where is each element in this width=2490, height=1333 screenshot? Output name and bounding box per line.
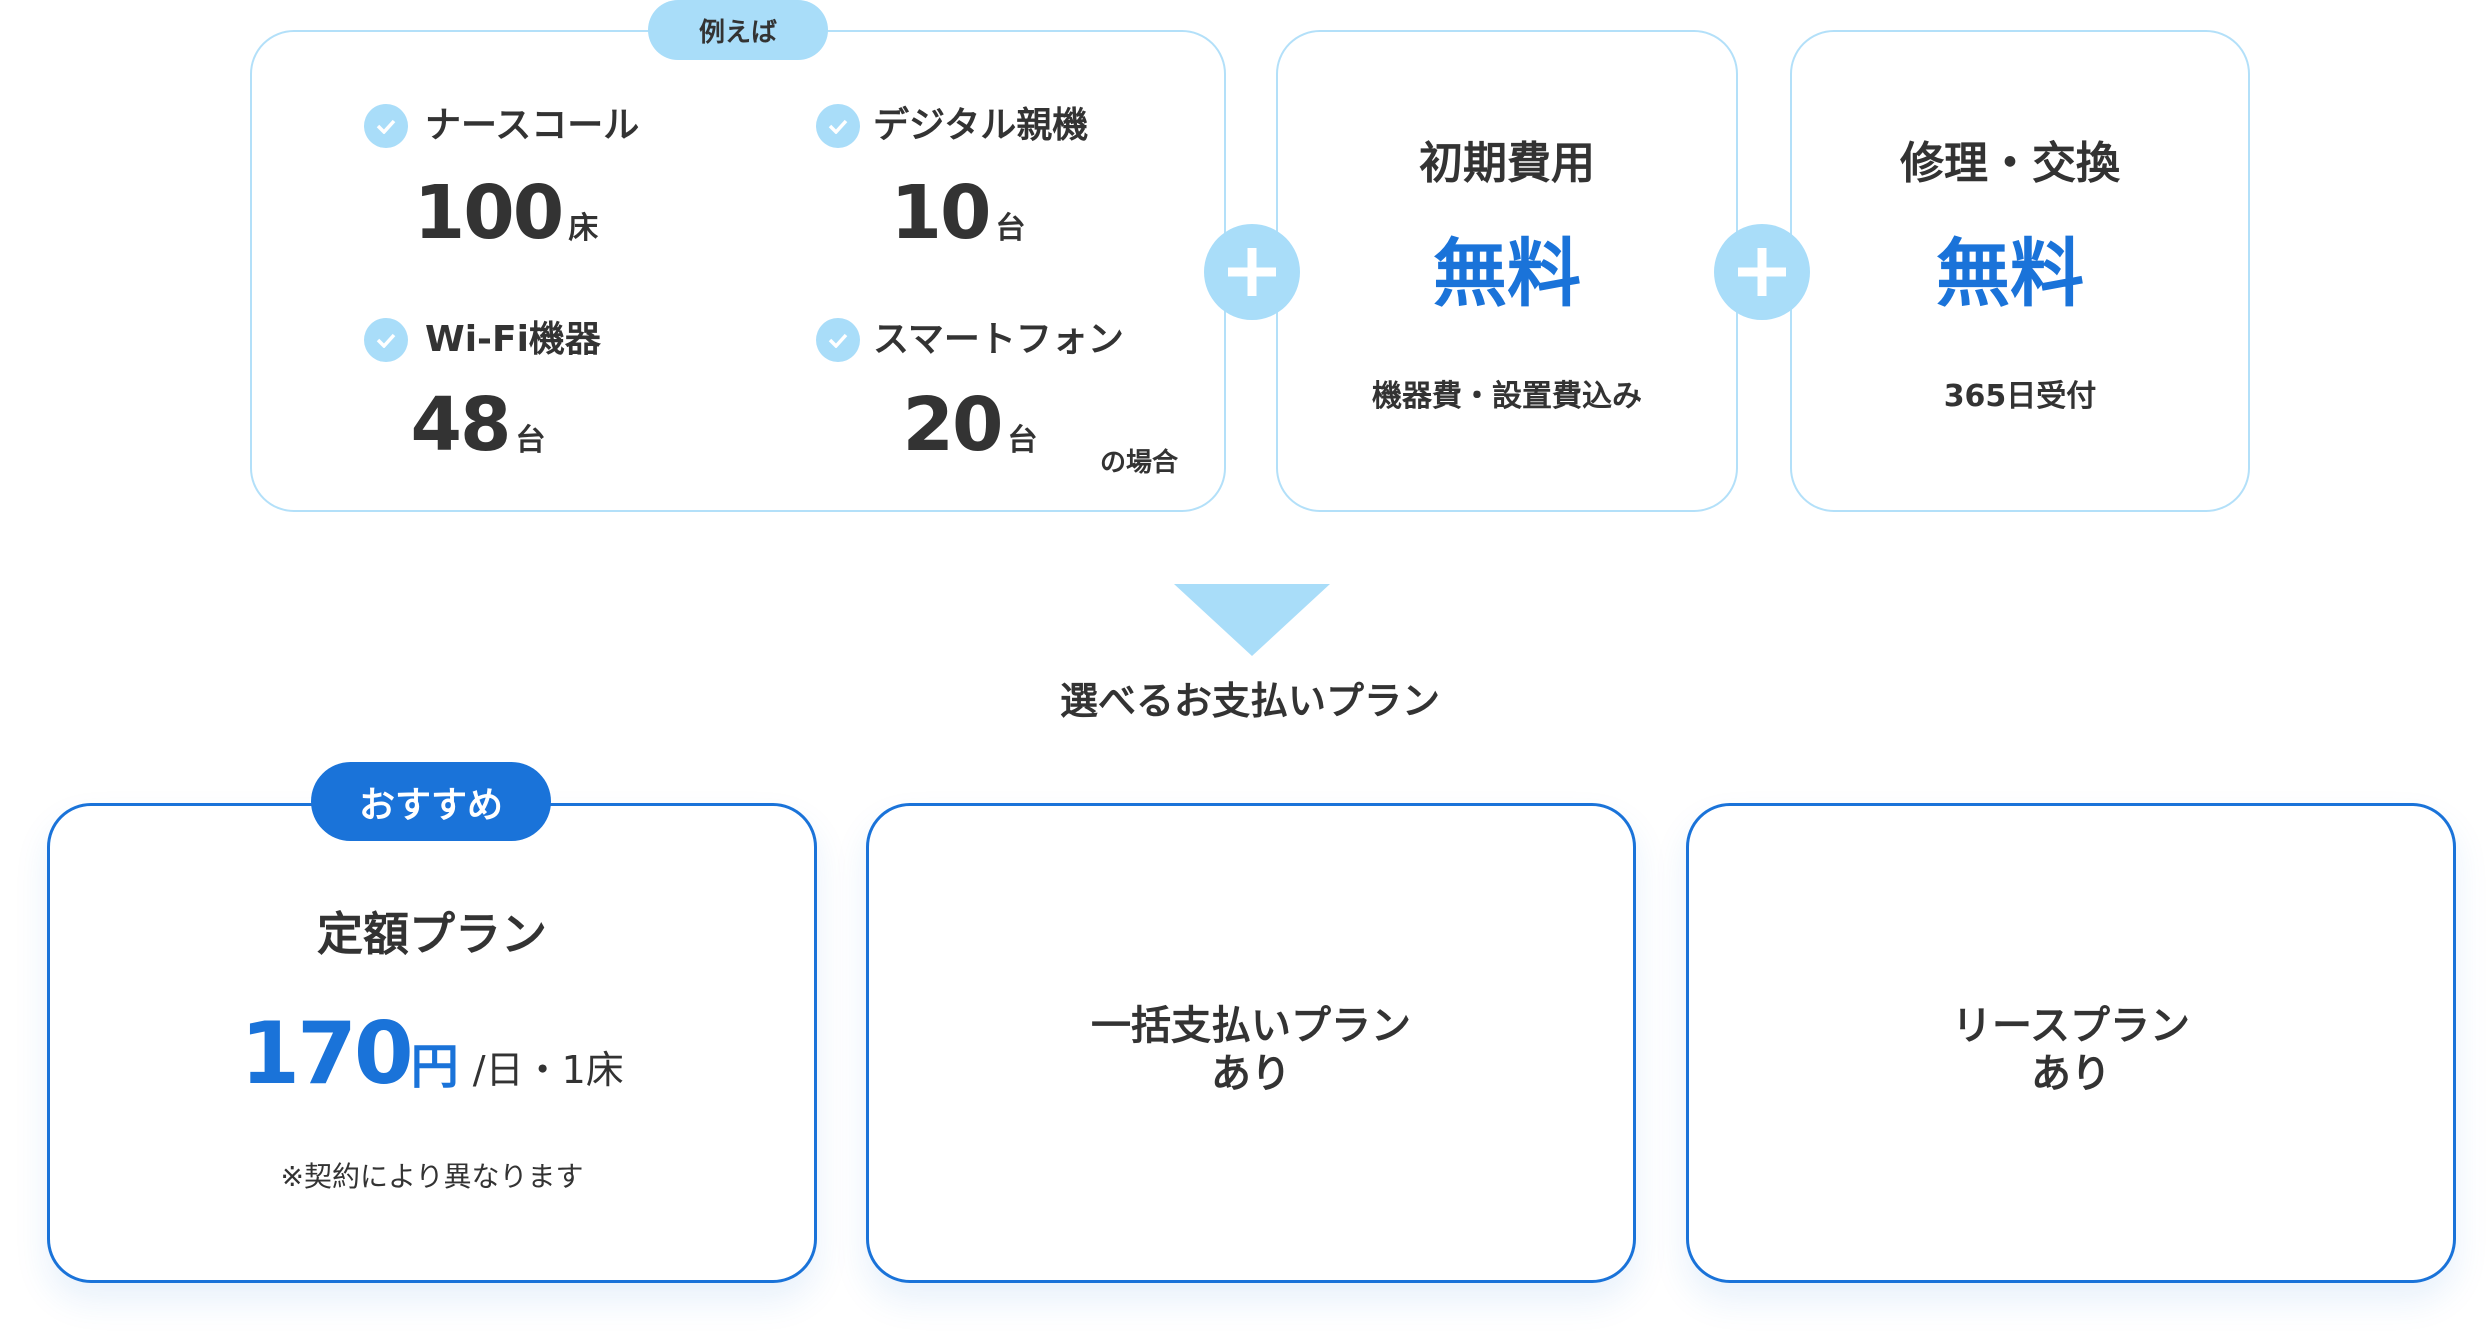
plus-icon bbox=[1714, 224, 1810, 320]
plan-line1: リースプラン bbox=[1952, 1003, 2190, 1049]
plus-icon bbox=[1204, 224, 1300, 320]
item-label: ナースコール bbox=[425, 105, 640, 146]
check-icon bbox=[364, 318, 408, 362]
item-label: スマートフォン bbox=[873, 319, 1124, 360]
arrow-down-icon bbox=[1174, 584, 1330, 656]
check-icon bbox=[364, 104, 408, 148]
check-icon bbox=[816, 318, 860, 362]
item-label: デジタル親機 bbox=[873, 105, 1089, 146]
example-suffix: の場合 bbox=[1100, 448, 1179, 478]
initial-cost-note: 機器費・設置費込み bbox=[1372, 379, 1642, 414]
plan-title: 定額プラン bbox=[317, 907, 547, 961]
plan-line1: 一括支払いプラン bbox=[1091, 1003, 1411, 1049]
initial-cost-value: 無料 bbox=[1433, 231, 1581, 317]
plan-line2: あり bbox=[1211, 1051, 1291, 1097]
plan-card-lump-sum[interactable]: 一括支払いプラン あり bbox=[866, 803, 1636, 1283]
plan-note: ※契約により異なります bbox=[280, 1160, 584, 1193]
repair-note: 365日受付 bbox=[1943, 379, 2097, 414]
repair-value: 無料 bbox=[1936, 231, 2084, 317]
plan-card-lease[interactable]: リースプラン あり bbox=[1686, 803, 2456, 1283]
check-icon bbox=[816, 104, 860, 148]
plan-card-fixed[interactable]: 定額プラン 170円/日・1床 ※契約により異なります bbox=[47, 803, 817, 1283]
initial-cost-card: 初期費用 無料 機器費・設置費込み bbox=[1276, 30, 1738, 512]
plan-price: 170円/日・1床 bbox=[240, 1004, 624, 1104]
example-card bbox=[250, 30, 1226, 512]
initial-cost-title: 初期費用 bbox=[1419, 138, 1595, 189]
example-badge: 例えば bbox=[648, 0, 828, 60]
recommended-badge: おすすめ bbox=[311, 762, 551, 841]
example-badge-label: 例えば bbox=[698, 17, 777, 48]
plan-line2: あり bbox=[2031, 1051, 2111, 1097]
plans-heading: 選べるお支払いプラン bbox=[1059, 679, 1440, 723]
repair-card: 修理・交換 無料 365日受付 bbox=[1790, 30, 2250, 512]
item-label: Wi-Fi機器 bbox=[425, 319, 601, 360]
repair-title: 修理・交換 bbox=[1900, 138, 2120, 189]
